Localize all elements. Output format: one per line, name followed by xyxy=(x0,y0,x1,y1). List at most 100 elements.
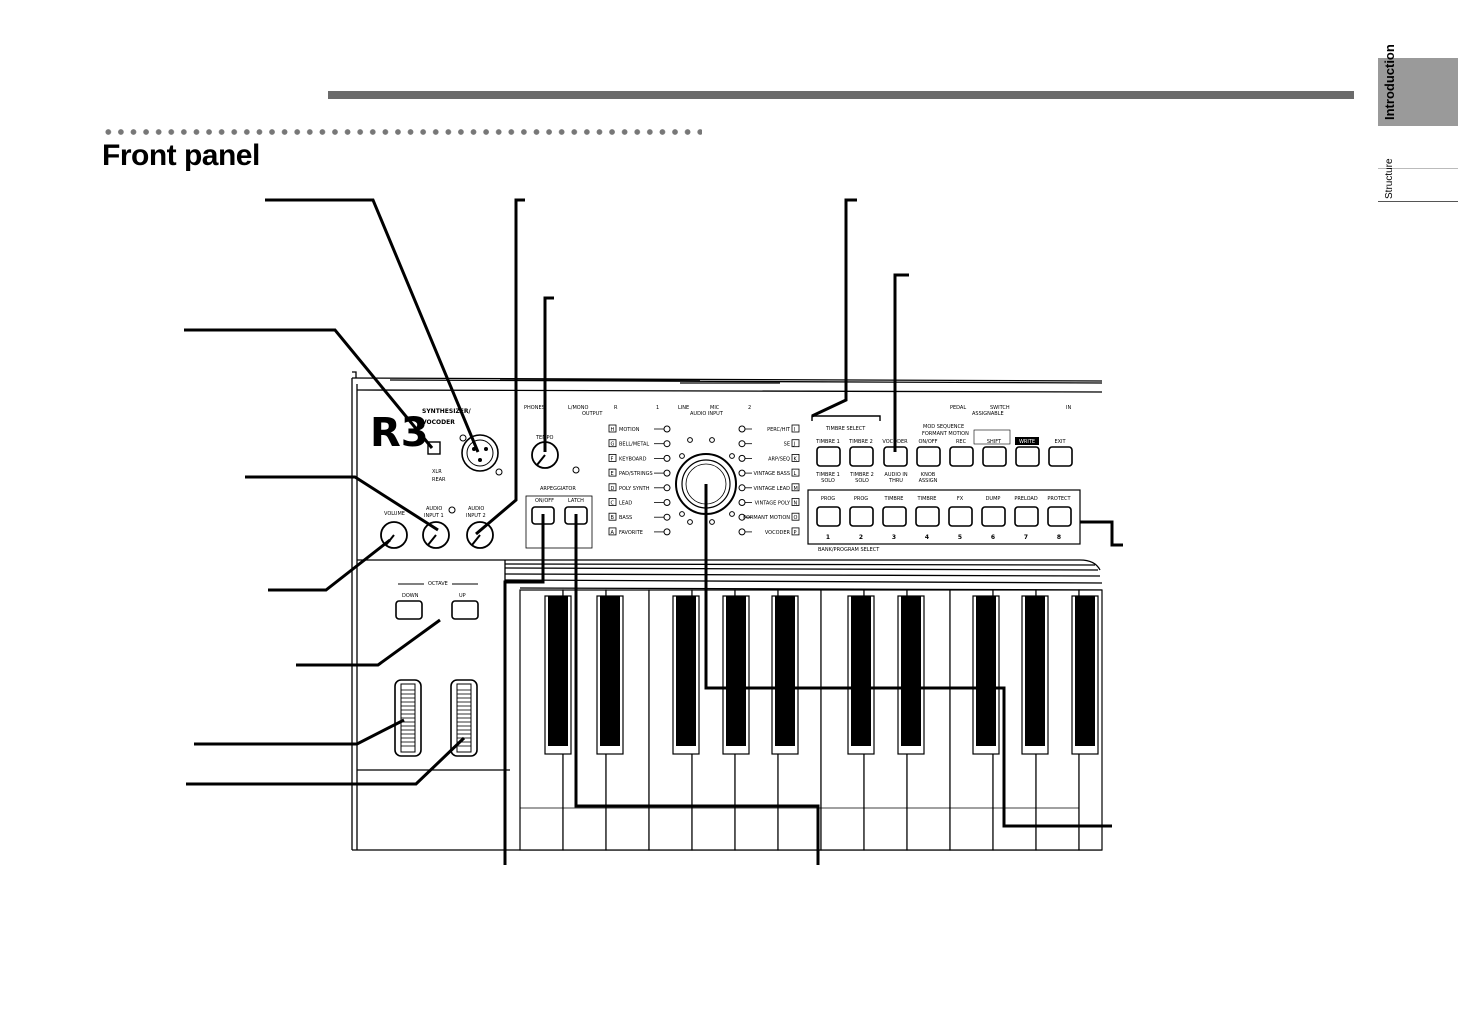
bank-button-upper-label: PROTECT xyxy=(1047,496,1071,502)
latch-label: LATCH xyxy=(568,498,584,504)
bank-frame xyxy=(807,489,1081,545)
audio-input-2-label-a: AUDIO xyxy=(468,506,484,512)
category-label: PAD/STRINGS xyxy=(619,471,653,477)
top-button-sub: SOLO xyxy=(855,478,869,484)
dial-led xyxy=(679,453,685,459)
top-button[interactable] xyxy=(816,446,841,467)
bank-button-upper-label: PROG xyxy=(854,496,868,502)
assignable-label: ASSIGNABLE xyxy=(972,411,1004,417)
bank-button[interactable] xyxy=(948,506,973,527)
category-led xyxy=(663,454,671,462)
category-led xyxy=(738,499,746,506)
bank-button[interactable] xyxy=(981,506,1006,527)
category-key: I xyxy=(794,427,795,433)
category-led xyxy=(738,484,746,492)
black-key-top xyxy=(976,596,996,746)
top-button[interactable] xyxy=(1015,446,1040,467)
bank-button[interactable] xyxy=(816,506,841,527)
octave-up-button[interactable] xyxy=(451,600,479,620)
category-key-box xyxy=(608,512,617,521)
top-button-label: EXIT xyxy=(1054,439,1066,445)
category-key: A xyxy=(611,530,615,536)
category-label: PERC/HIT xyxy=(767,427,791,433)
page-title: Front panel xyxy=(102,139,260,172)
keyboard[interactable] xyxy=(519,589,1103,851)
octave-down-button[interactable] xyxy=(395,600,423,620)
top-button[interactable] xyxy=(982,446,1007,467)
logo-subtitle-2: VOCODER xyxy=(422,419,455,426)
top-button[interactable] xyxy=(849,446,874,467)
switch-label: SWITCH xyxy=(990,405,1010,411)
timbre-select-label: TIMBRE SELECT xyxy=(825,426,866,432)
formant-motion-label: FORMANT MOTION xyxy=(922,431,969,437)
category-key-box xyxy=(608,439,617,448)
category-label: VINTAGE LEAD xyxy=(754,486,791,492)
category-led xyxy=(738,528,746,536)
bank-button[interactable] xyxy=(1047,506,1072,527)
top-button-sub: ASSIGN xyxy=(919,478,938,484)
category-key-box xyxy=(608,468,617,477)
category-label: KEYBOARD xyxy=(619,456,647,462)
top-button-sub: TIMBRE 1 xyxy=(815,472,840,478)
category-label: VINTAGE POLY xyxy=(755,501,791,507)
category-label: VINTAGE BASS xyxy=(754,471,790,477)
top-button[interactable] xyxy=(916,446,941,467)
jack-label: R xyxy=(614,405,618,411)
category-key-box xyxy=(791,468,800,477)
category-label: BELL/METAL xyxy=(619,442,649,448)
volume-label: VOLUME xyxy=(384,511,405,517)
bank-button[interactable] xyxy=(1014,506,1039,527)
category-led xyxy=(663,484,671,492)
black-key-top xyxy=(901,596,921,746)
category-key-box xyxy=(791,498,800,506)
pedal-label: PEDAL xyxy=(950,405,966,411)
top-button-label: ON/OFF xyxy=(918,439,937,445)
category-label: VOCODER xyxy=(765,530,791,536)
dial-led xyxy=(687,519,693,525)
bank-button-upper-label: PROG xyxy=(821,496,835,502)
category-led xyxy=(738,425,746,433)
tab-structure[interactable]: Structure xyxy=(1378,158,1458,202)
jack-label: LINE xyxy=(678,405,689,411)
top-button[interactable] xyxy=(1048,446,1073,467)
category-key-box xyxy=(608,527,617,536)
bank-button[interactable] xyxy=(882,506,907,527)
category-key: L xyxy=(794,471,797,477)
bank-button[interactable] xyxy=(915,506,940,527)
bank-button[interactable] xyxy=(849,506,874,527)
category-led xyxy=(663,440,671,448)
category-key-box xyxy=(791,527,800,536)
bank-button-upper-label: DUMP xyxy=(986,496,1001,502)
category-key-box xyxy=(791,424,800,433)
category-label: LEAD xyxy=(619,501,632,507)
top-button-label: SHIFT xyxy=(987,439,1002,445)
bank-button-number: 7 xyxy=(1024,534,1028,541)
led xyxy=(448,506,456,514)
led xyxy=(495,468,503,476)
audio-input-1-label-a: AUDIO xyxy=(426,506,442,512)
category-key: G xyxy=(611,442,615,448)
tab-introduction[interactable]: Introduction xyxy=(1378,44,1458,126)
category-led xyxy=(663,513,671,521)
jack-label: MIC xyxy=(710,405,720,411)
octave-down-label: DOWN xyxy=(402,593,419,599)
rear-label: REAR xyxy=(432,477,446,483)
category-label: BASS xyxy=(619,515,632,521)
category-key: K xyxy=(794,456,798,462)
category-label: FAVORITE xyxy=(619,530,643,536)
black-key-top xyxy=(851,596,871,746)
top-button[interactable] xyxy=(949,446,974,467)
category-key: H xyxy=(611,427,615,433)
top-button-label: TIMBRE 2 xyxy=(848,439,873,445)
callout-lines xyxy=(184,198,1123,865)
category-label: MOTION xyxy=(619,427,640,433)
black-key-top xyxy=(1075,596,1095,746)
category-key: M xyxy=(794,486,798,492)
arpeggiator-label: ARPEGGIATOR xyxy=(540,486,576,492)
xlr-input[interactable] xyxy=(461,434,499,472)
category-key-box xyxy=(608,498,617,506)
octave-label: OCTAVE xyxy=(428,581,448,587)
